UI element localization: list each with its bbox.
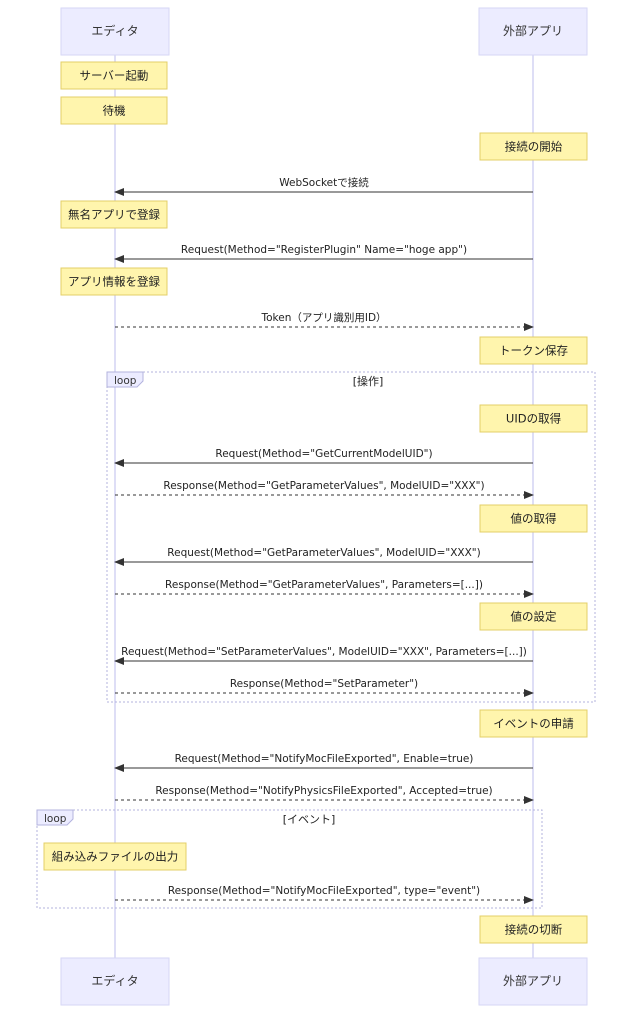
note-text: イベントの申請 <box>493 717 574 731</box>
message-label: Request(Method="RegisterPlugin" Name="ho… <box>181 244 467 256</box>
actor-app-top: 外部アプリ <box>478 7 588 56</box>
message-set-parameter-values: Request(Method="SetParameterValues", Mod… <box>114 646 533 665</box>
note-text: トークン保存 <box>499 344 568 358</box>
note-uid-get: UIDの取得 <box>479 404 588 433</box>
note-text: 無名アプリで登録 <box>68 208 160 222</box>
loop-frame-operation: loop [操作] <box>106 371 596 703</box>
message-label: Request(Method="GetParameterValues", Mod… <box>167 547 480 559</box>
actor-app-bottom: 外部アプリ <box>478 957 588 1006</box>
actor-label: 外部アプリ <box>503 973 563 988</box>
note-value-get: 値の取得 <box>479 504 588 533</box>
loop-label: loop <box>44 813 67 825</box>
message-label: Request(Method="NotifyMocFileExported", … <box>175 753 474 765</box>
note-embedded-file-output: 組み込みファイルの出力 <box>43 842 187 871</box>
note-text: アプリ情報を登録 <box>68 275 160 289</box>
actor-editor-bottom: エディタ <box>60 957 170 1006</box>
note-disconnect: 接続の切断 <box>479 915 588 944</box>
note-text: 待機 <box>103 104 126 118</box>
note-server-start: サーバー起動 <box>60 61 168 90</box>
note-text: サーバー起動 <box>80 69 149 83</box>
actor-label: エディタ <box>91 973 138 988</box>
message-response-moc-file-event: Response(Method="NotifyMocFileExported",… <box>115 885 534 904</box>
message-label: Response(Method="GetParameterValues", Mo… <box>163 480 484 492</box>
note-anonymous-register: 無名アプリで登録 <box>60 200 168 229</box>
message-response-physics-file: Response(Method="NotifyPhysicsFileExport… <box>115 785 534 804</box>
actor-label: 外部アプリ <box>503 23 563 38</box>
note-text: 接続の切断 <box>505 923 563 937</box>
message-label: Request(Method="GetCurrentModelUID") <box>215 448 432 460</box>
message-response-model-uid: Response(Method="GetParameterValues", Mo… <box>115 480 534 499</box>
message-response-parameters: Response(Method="GetParameterValues", Pa… <box>115 579 534 598</box>
message-label: WebSocketで接続 <box>279 176 369 189</box>
loop-frame-event: loop [イベント] <box>36 809 543 909</box>
note-token-save: トークン保存 <box>479 336 588 365</box>
loop-condition: [操作] <box>353 374 384 388</box>
message-token: Token（アプリ識別用ID） <box>115 311 534 331</box>
note-text: 値の設定 <box>511 610 557 624</box>
note-app-info-register: アプリ情報を登録 <box>60 267 168 296</box>
message-label: Request(Method="SetParameterValues", Mod… <box>121 646 527 658</box>
loop-label: loop <box>114 375 137 387</box>
message-register-plugin: Request(Method="RegisterPlugin" Name="ho… <box>114 244 533 263</box>
actor-editor-top: エディタ <box>60 7 170 56</box>
actor-label: エディタ <box>91 23 138 38</box>
message-response-set-parameter: Response(Method="SetParameter") <box>115 678 534 697</box>
loop-condition: [イベント] <box>283 813 336 826</box>
note-text: 接続の開始 <box>505 140 563 154</box>
message-label: Response(Method="SetParameter") <box>230 678 418 690</box>
message-get-current-model-uid: Request(Method="GetCurrentModelUID") <box>114 448 533 467</box>
message-label: Token（アプリ識別用ID） <box>260 311 386 324</box>
note-value-set: 値の設定 <box>479 602 588 631</box>
note-wait: 待機 <box>60 96 168 125</box>
message-label: Response(Method="NotifyMocFileExported",… <box>168 885 480 897</box>
note-text: 組み込みファイルの出力 <box>52 850 179 864</box>
message-label: Response(Method="GetParameterValues", Pa… <box>165 579 483 591</box>
message-label: Response(Method="NotifyPhysicsFileExport… <box>155 785 492 797</box>
message-get-parameter-values: Request(Method="GetParameterValues", Mod… <box>114 547 533 566</box>
note-text: 値の取得 <box>511 512 557 526</box>
note-event-request: イベントの申請 <box>479 709 588 738</box>
message-websocket-connect: WebSocketで接続 <box>114 176 533 196</box>
note-connection-start: 接続の開始 <box>479 132 588 161</box>
message-notify-moc-file-exported: Request(Method="NotifyMocFileExported", … <box>114 753 533 772</box>
note-text: UIDの取得 <box>506 412 561 426</box>
